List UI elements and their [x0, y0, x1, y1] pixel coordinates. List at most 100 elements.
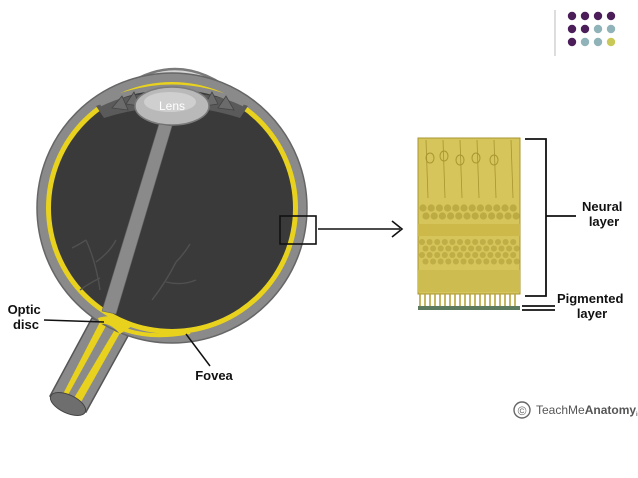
nucleus — [496, 212, 504, 220]
ganglion-cell — [489, 154, 499, 166]
nucleus — [447, 212, 455, 220]
nucleus — [441, 239, 448, 245]
nucleus — [476, 204, 484, 212]
nucleus — [419, 239, 425, 245]
nucleus — [487, 239, 494, 245]
nucleus — [434, 252, 441, 258]
nucleus — [457, 252, 463, 258]
logo-dot — [593, 37, 603, 47]
nucleus — [513, 258, 520, 265]
nucleus — [506, 245, 513, 252]
nucleus — [485, 204, 493, 212]
nucleus — [460, 245, 467, 252]
nucleus — [495, 252, 501, 258]
logo-dot — [606, 24, 616, 34]
nucleus — [498, 258, 505, 265]
nucleus — [464, 252, 471, 258]
retina-histology — [417, 137, 521, 306]
nucleus — [501, 204, 509, 212]
neural-layer-bracket — [525, 138, 576, 297]
nucleus — [483, 258, 490, 265]
nucleus — [460, 258, 467, 265]
nucleus — [422, 212, 430, 220]
nucleus — [504, 212, 512, 220]
nucleus — [468, 258, 475, 265]
nucleus — [502, 239, 509, 245]
nucleus — [472, 252, 479, 258]
nucleus — [495, 239, 501, 245]
nucleus — [455, 212, 463, 220]
retinal-vessels — [71, 239, 197, 301]
pigmented-layer-label: Pigmented layer — [557, 291, 627, 321]
nucleus — [490, 258, 497, 265]
copyright-symbol: © — [518, 404, 527, 418]
nucleus — [471, 212, 479, 220]
fiber-line — [442, 139, 446, 199]
brand-name: TeachMeAnatomyinfo — [536, 403, 638, 418]
nucleus — [488, 212, 496, 220]
fovea-region — [119, 326, 191, 338]
nucleus — [475, 245, 482, 252]
fovea-label: Fovea — [195, 368, 233, 383]
detail-box — [279, 215, 317, 245]
nucleus — [427, 204, 435, 212]
neural-layer-label: Neural layer — [582, 199, 626, 229]
logo-dot — [567, 24, 577, 34]
nucleus — [457, 239, 463, 245]
fiber-line — [493, 139, 497, 199]
nucleus — [506, 258, 513, 265]
nucleus — [513, 245, 520, 252]
nucleus — [449, 239, 456, 245]
nucleus — [475, 258, 482, 265]
nucleus — [437, 245, 444, 252]
ganglion-cell — [455, 154, 465, 166]
nucleus — [502, 252, 509, 258]
pigment-epithelium — [418, 306, 520, 310]
nucleus — [498, 245, 505, 252]
fiber-line — [476, 139, 480, 199]
nucleus — [422, 245, 429, 252]
ganglion-cell — [425, 152, 435, 164]
nucleus — [483, 245, 490, 252]
copyright-icon — [513, 401, 531, 419]
logo-dot — [580, 37, 590, 47]
nucleus — [493, 204, 501, 212]
pigmented-layer-pointer — [522, 305, 555, 311]
logo-dot — [606, 37, 616, 47]
nucleus — [444, 204, 452, 212]
fovea-leader — [185, 333, 211, 367]
nucleus — [449, 252, 456, 258]
plexiform-layer — [418, 224, 520, 236]
fiber-line — [425, 139, 429, 199]
nucleus — [437, 258, 444, 265]
nucleus — [487, 252, 494, 258]
nucleus — [479, 239, 486, 245]
ganglion-cell — [439, 150, 449, 162]
logo-dot — [593, 24, 603, 34]
ganglion-cell — [471, 152, 481, 164]
nucleus — [468, 245, 475, 252]
logo-dot — [567, 37, 577, 47]
nucleus — [479, 212, 487, 220]
nucleus — [435, 204, 443, 212]
nucleus — [464, 239, 471, 245]
nucleus — [510, 239, 517, 245]
nucleus — [430, 245, 437, 252]
optic-nerve — [48, 317, 130, 416]
fiber-line — [459, 139, 463, 199]
nucleus — [463, 212, 471, 220]
logo-dot — [593, 11, 603, 21]
nucleus — [472, 239, 479, 245]
nucleus — [512, 212, 520, 220]
nucleus — [419, 204, 427, 212]
nucleus — [430, 258, 437, 265]
nucleus — [479, 252, 486, 258]
logo-dot — [580, 11, 590, 21]
nucleus — [441, 252, 448, 258]
optic-disc-leader — [43, 319, 105, 323]
nucleus — [422, 258, 429, 265]
nucleus — [468, 204, 476, 212]
logo-dot — [606, 11, 616, 21]
nucleus — [445, 258, 452, 265]
